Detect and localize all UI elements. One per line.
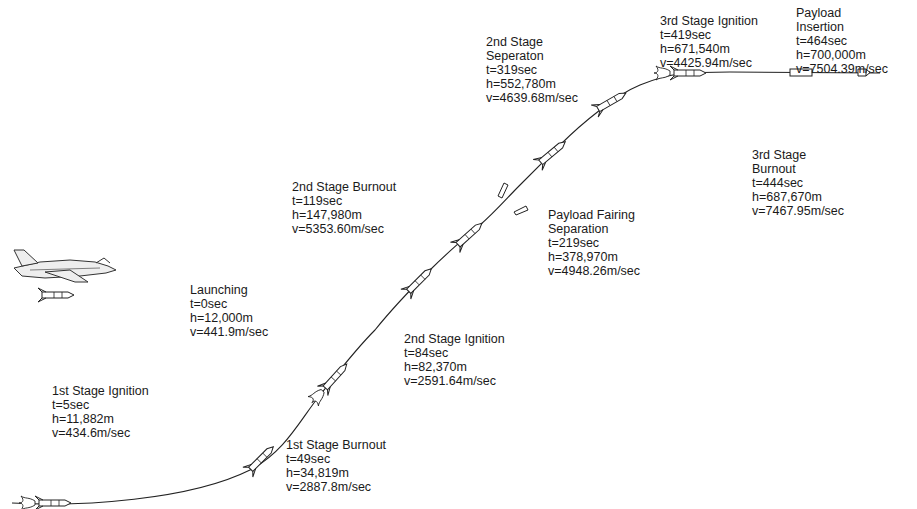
event-value: t=464sec (796, 34, 847, 48)
event-value: t=49sec (286, 452, 330, 466)
event-label: 2nd Stage (486, 35, 543, 49)
event-value: v=7504.39m/sec (796, 62, 888, 76)
event-label: 2nd Stage Ignition (404, 332, 505, 346)
event-value: h=687,670m (752, 190, 822, 204)
event-value: v=2887.8m/sec (286, 480, 371, 494)
event-value: Separation (548, 222, 608, 236)
rocket-stage2-coast (401, 264, 436, 299)
event-label: Payload Fairing (548, 208, 635, 222)
rocket-stage1-burnout (243, 442, 278, 477)
event-value: v=7467.95m/sec (752, 204, 844, 218)
event-label: 1st Stage Burnout (286, 438, 386, 452)
event-value: v=5353.60m/sec (292, 222, 384, 236)
event-value: t=444sec (752, 176, 803, 190)
rocket-stage-separation (533, 136, 570, 170)
event-value: t=0sec (190, 297, 227, 311)
rocket-stage2-burnout (450, 218, 486, 252)
event-value: v=434.6m/sec (52, 426, 130, 440)
event-value: h=12,000m (190, 311, 253, 325)
event-value: t=5sec (52, 398, 89, 412)
rocket-stage2-ignition (307, 359, 352, 407)
rocket-upper (591, 87, 629, 117)
carrier-aircraft (14, 250, 116, 282)
event-value: h=552,780m (486, 77, 556, 91)
event-label: 2nd Stage Burnout (292, 180, 396, 194)
event-value: v=4639.68m/sec (486, 91, 578, 105)
event-value: Insertion (796, 20, 844, 34)
event-label: Launching (190, 283, 248, 297)
event-value: t=84sec (404, 346, 448, 360)
event-label: Payload (796, 6, 841, 20)
event-value: h=11,882m (52, 412, 114, 426)
rocket-stage1-ignition (19, 496, 71, 509)
event-value: t=319sec (486, 63, 537, 77)
event-value: v=4425.94m/sec (660, 56, 752, 70)
event-value: t=419sec (660, 28, 711, 42)
event-value: t=219sec (548, 236, 599, 250)
event-value: h=671,540m (660, 42, 730, 56)
launch-vehicle (38, 288, 74, 302)
event-label: 3rd Stage (752, 148, 806, 162)
event-value: h=378,970m (548, 250, 618, 264)
trajectory-line (12, 72, 880, 504)
event-value: h=82,370m (404, 360, 467, 374)
fairing-pieces (498, 183, 528, 215)
event-value: v=4948.26m/sec (548, 264, 640, 278)
event-value: v=441.9m/sec (190, 325, 268, 339)
event-value: h=700,000m (796, 48, 866, 62)
event-label: 3rd Stage Ignition (660, 14, 758, 28)
event-value: Burnout (752, 162, 796, 176)
event-value: h=147,980m (292, 208, 362, 222)
event-value: h=34,819m (286, 466, 349, 480)
event-value: v=2591.64m/sec (404, 374, 496, 388)
event-value: Seperaton (486, 49, 544, 63)
event-value: t=119sec (292, 194, 342, 208)
event-label: 1st Stage Ignition (52, 384, 149, 398)
